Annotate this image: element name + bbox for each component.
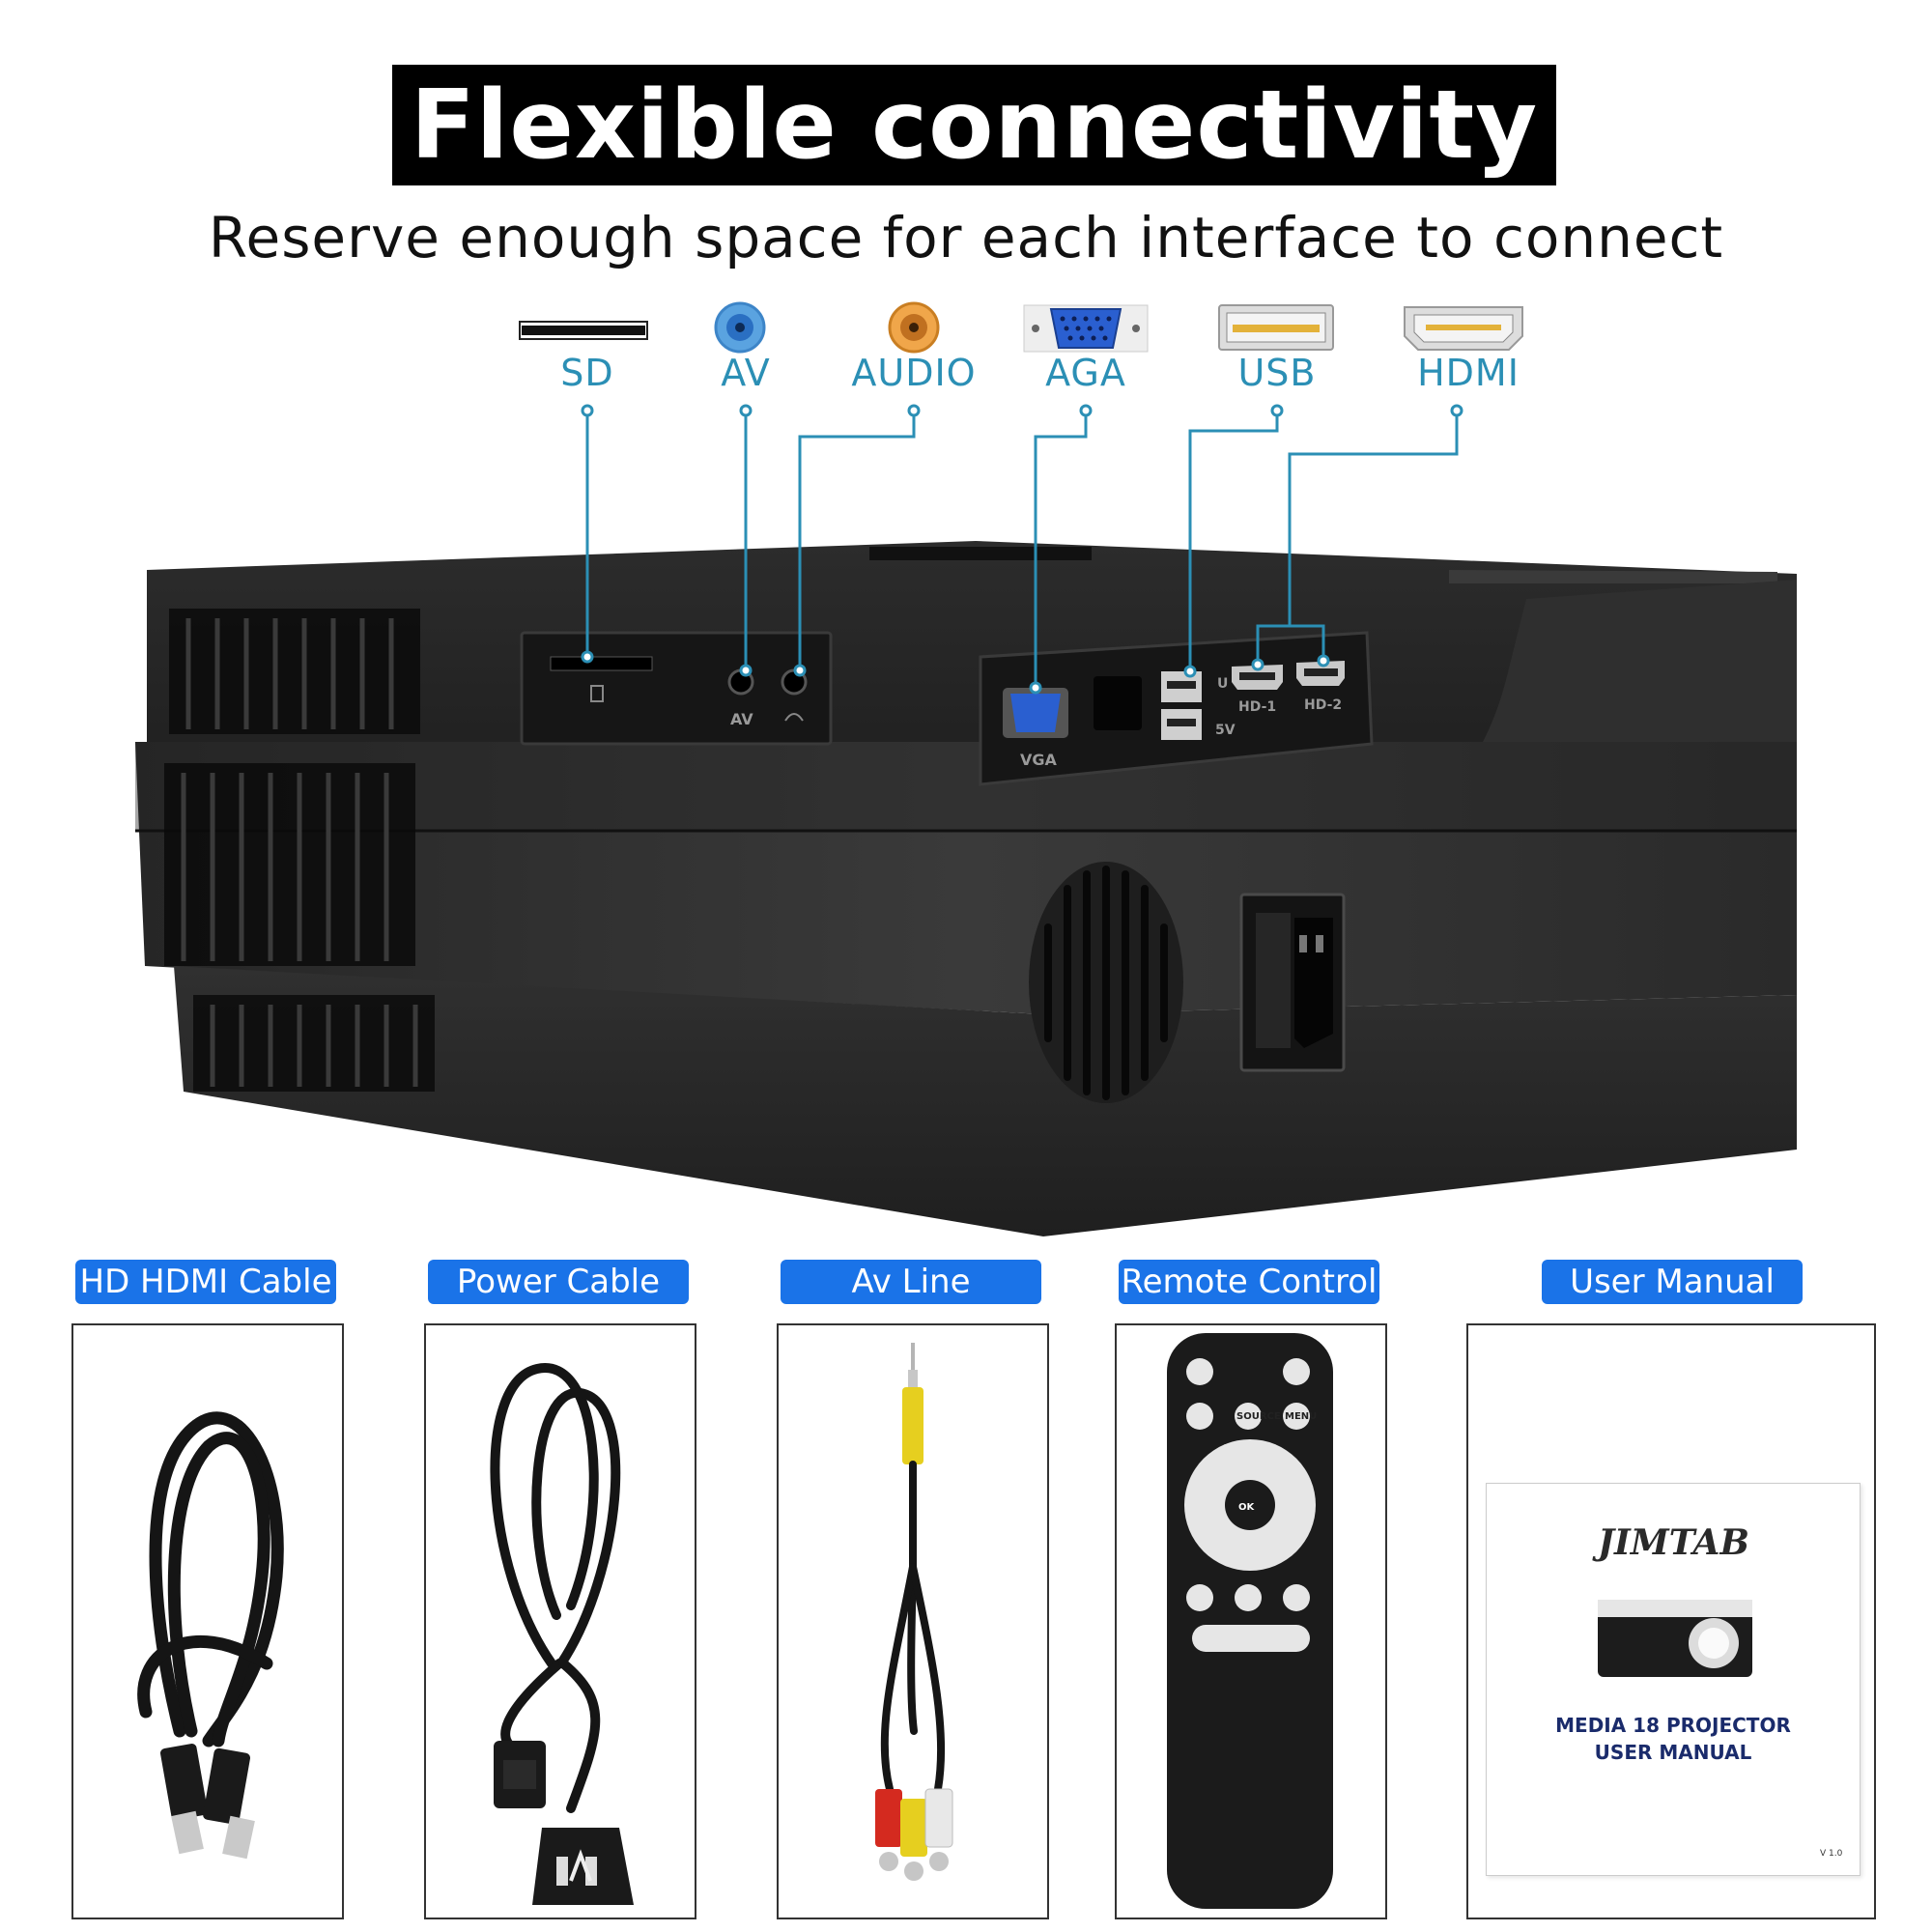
side-vents — [164, 609, 435, 1092]
box-user-manual: JIMTAB MEDIA 18 PROJECTOR USER MANUAL V … — [1466, 1323, 1876, 1919]
box-power-cable — [424, 1323, 696, 1919]
panel-label-vga: VGA — [1020, 751, 1058, 769]
sd-slot-icon — [519, 321, 648, 340]
hdmi-cable-icon — [137, 1411, 284, 1860]
port-label-vga: AGA — [1045, 352, 1126, 394]
box-remote-control: SOURCE MENU OK — [1115, 1323, 1387, 1919]
hdmi-port-icon — [1404, 306, 1523, 351]
port-label-hdmi: HDMI — [1417, 352, 1520, 394]
power-socket — [1239, 893, 1346, 1072]
manual-title-line1: MEDIA 18 PROJECTOR — [1555, 1714, 1791, 1737]
manual-version: V 1.0 — [1820, 1849, 1843, 1859]
box-av-line — [777, 1323, 1049, 1919]
panel-label-av: AV — [730, 710, 753, 728]
tag-power-cable: Power Cable — [428, 1260, 689, 1304]
usb-port-icon — [1218, 304, 1334, 351]
panel-label-hd2: HD-2 — [1304, 697, 1342, 713]
vga-port-icon — [1023, 304, 1149, 353]
remote-control-icon: SOURCE MENU OK — [1167, 1333, 1333, 1909]
port-label-usb: USB — [1237, 352, 1317, 394]
panel-label-hd1: HD-1 — [1238, 699, 1276, 715]
manual-title-line2: USER MANUAL — [1594, 1741, 1752, 1764]
power-cable-icon — [490, 1363, 634, 1905]
left-port-panel: AV — [520, 631, 833, 746]
leader-lines — [585, 411, 1459, 688]
page-title: Flexible connectivity — [392, 65, 1556, 185]
remote-menu-label: MENU — [1285, 1411, 1317, 1422]
page-subtitle: Reserve enough space for each interface … — [208, 205, 1724, 270]
port-label-av: AV — [721, 352, 771, 394]
av-cable-icon — [875, 1343, 953, 1881]
speaker-grille — [1029, 862, 1183, 1103]
port-icons-row — [519, 301, 1523, 354]
av-jack-icon — [714, 301, 766, 354]
user-manual-icon: JIMTAB MEDIA 18 PROJECTOR USER MANUAL V … — [1486, 1483, 1861, 1876]
port-label-sd: SD — [560, 352, 614, 394]
right-port-panel: VGA U 5V HD-1 HD-2 — [979, 631, 1374, 786]
panel-label-usb-u: U — [1217, 676, 1228, 692]
audio-jack-icon — [888, 301, 940, 354]
manual-logo: JIMTAB — [1598, 1522, 1749, 1563]
box-hdmi-cable — [71, 1323, 344, 1919]
projector-illustration: AV VGA U 5V HD-1 HD-2 — [135, 404, 1797, 1236]
panel-label-usb-5v: 5V — [1215, 723, 1236, 738]
tag-user-manual: User Manual — [1542, 1260, 1803, 1304]
tag-hdmi-cable: HD HDMI Cable — [75, 1260, 336, 1304]
remote-source-label: SOURCE — [1236, 1411, 1281, 1422]
remote-ok-label: OK — [1238, 1502, 1256, 1513]
tag-av-line: Av Line — [781, 1260, 1041, 1304]
port-label-audio: AUDIO — [851, 352, 977, 394]
manual-projector-image — [1598, 1600, 1752, 1677]
tag-remote-control: Remote Control — [1119, 1260, 1379, 1304]
